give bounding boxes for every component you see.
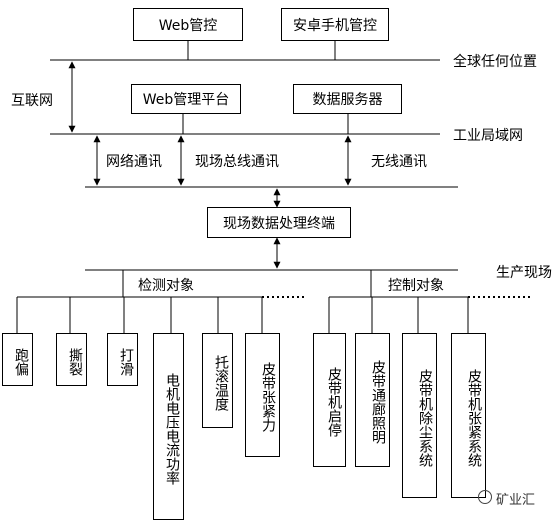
terminal-box: 现场数据处理终端 [207, 207, 351, 238]
fieldbus-comm-label: 现场总线通讯 [195, 154, 279, 170]
global-label: 全球任何位置 [453, 54, 537, 70]
watermark-text: 矿业汇 [496, 493, 536, 508]
detect-item-roller-temp: 托滚温度 [202, 333, 233, 428]
detect-item-slip: 打滑 [107, 333, 138, 386]
detect-group-label: 检测对象 [138, 278, 194, 294]
network-comm-label: 网络通讯 [106, 154, 162, 170]
android-control-box: 安卓手机管控 [281, 8, 389, 41]
detect-item-belt-tension: 皮带张紧力 [245, 333, 280, 457]
industrial-lan-label: 工业局域网 [453, 128, 523, 144]
detect-item-deviation: 跑偏 [2, 333, 33, 386]
web-platform-box: Web管理平台 [131, 84, 241, 114]
control-group-label: 控制对象 [388, 278, 444, 294]
control-item-tension-system: 皮带机张紧系统 [451, 333, 486, 498]
wireless-comm-label: 无线通讯 [371, 154, 427, 170]
detect-item-tear: 撕裂 [56, 333, 87, 386]
control-item-start-stop: 皮带机启停 [313, 333, 346, 467]
wechat-logo-icon [478, 490, 492, 504]
control-item-corridor-lighting: 皮带通廊照明 [355, 333, 390, 467]
data-server-box: 数据服务器 [293, 84, 402, 114]
web-control-box: Web管控 [133, 8, 243, 41]
control-item-dust-removal: 皮带机除尘系统 [402, 333, 437, 498]
detect-item-motor: 电机电压电流功率 [153, 333, 184, 520]
production-site-label: 生产现场 [496, 265, 552, 281]
internet-label: 互联网 [11, 93, 53, 109]
